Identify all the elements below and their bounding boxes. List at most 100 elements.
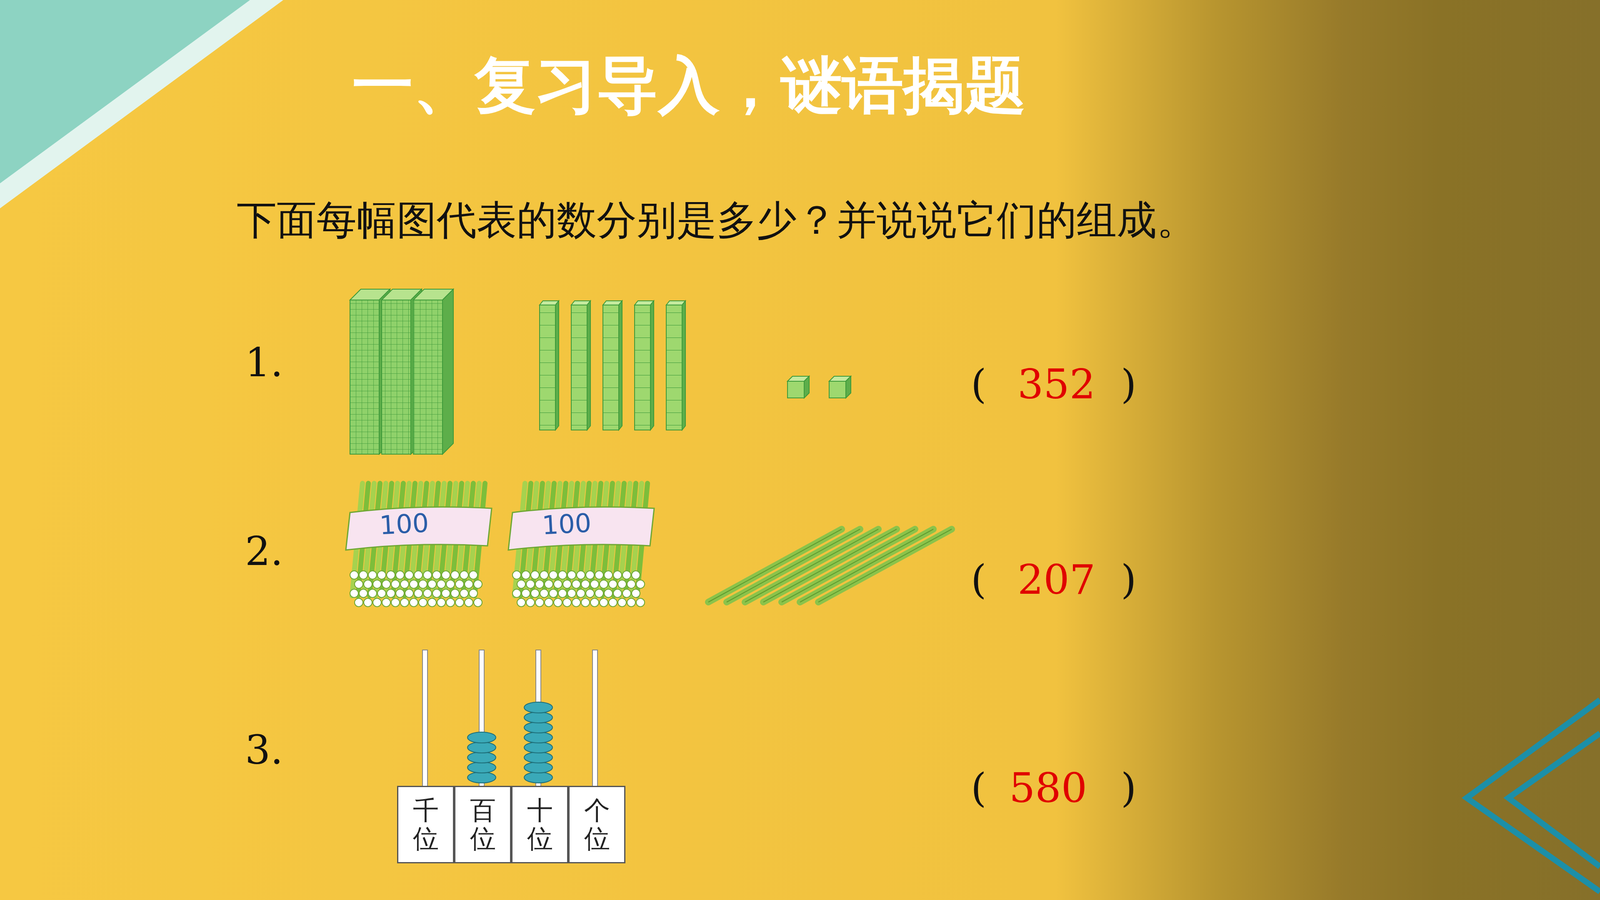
rod-face bbox=[634, 305, 651, 430]
stick-end bbox=[437, 598, 446, 607]
place-value-cell: 百位 bbox=[454, 785, 512, 864]
stick-end bbox=[604, 589, 613, 598]
rod-side bbox=[618, 300, 623, 430]
stick-end bbox=[595, 589, 604, 598]
stick-end bbox=[432, 570, 441, 580]
stick-end bbox=[549, 589, 558, 598]
flat-face bbox=[413, 300, 443, 455]
stick-end bbox=[553, 580, 563, 589]
answer-number: 207 bbox=[1017, 556, 1096, 604]
abacus-bead bbox=[524, 762, 553, 773]
bracket: ) bbox=[1120, 765, 1137, 811]
stick-end bbox=[363, 580, 373, 589]
bracket: ( bbox=[970, 556, 987, 603]
stick-end bbox=[382, 598, 391, 607]
stick-end bbox=[446, 598, 455, 607]
corner-decoration bbox=[0, 0, 284, 209]
abacus-bead bbox=[467, 742, 496, 753]
bundle-label: 100 bbox=[541, 507, 593, 540]
rod-face bbox=[666, 305, 683, 430]
stick-end bbox=[627, 598, 636, 607]
stick-end bbox=[372, 580, 382, 589]
stick-end bbox=[363, 598, 373, 607]
stick-end bbox=[572, 580, 581, 589]
abacus-bead bbox=[524, 732, 553, 743]
stick-end bbox=[455, 598, 464, 607]
stick-end bbox=[473, 598, 483, 607]
stick-end bbox=[585, 570, 595, 580]
stick-end bbox=[350, 589, 359, 598]
stick bbox=[781, 529, 915, 603]
place-value-name: 十位 bbox=[527, 796, 553, 853]
stick-end bbox=[544, 580, 553, 589]
stick-end bbox=[350, 570, 359, 580]
ten-rods bbox=[539, 300, 686, 430]
abacus-rod bbox=[422, 650, 428, 788]
stick bbox=[800, 529, 934, 603]
stick-end bbox=[377, 589, 386, 598]
stick-end bbox=[581, 580, 590, 589]
stick-end bbox=[553, 598, 563, 607]
stick-edge bbox=[781, 529, 915, 603]
stick-end bbox=[617, 598, 627, 607]
stick-end bbox=[386, 589, 395, 598]
bracket: ( bbox=[970, 765, 987, 811]
stick-end bbox=[631, 570, 640, 580]
stick-end bbox=[354, 598, 363, 607]
stick-end bbox=[576, 589, 585, 598]
stick-end bbox=[585, 589, 595, 598]
stick-end bbox=[409, 598, 418, 607]
stick-end bbox=[617, 580, 627, 589]
stick-end bbox=[382, 580, 391, 589]
stick-end bbox=[622, 589, 631, 598]
stick-end bbox=[450, 570, 460, 580]
stick-end bbox=[409, 580, 418, 589]
stick-end bbox=[613, 589, 622, 598]
cube-face bbox=[829, 381, 846, 398]
stick bbox=[763, 529, 897, 603]
stick-end bbox=[599, 580, 608, 589]
item-number: 3. bbox=[245, 727, 284, 773]
stick-end bbox=[418, 580, 428, 589]
stick-end bbox=[613, 570, 622, 580]
bundle-label: 100 bbox=[378, 507, 430, 540]
abacus-bead bbox=[524, 722, 553, 733]
stick-end bbox=[427, 580, 437, 589]
stick-end bbox=[386, 570, 395, 580]
slide-title: 一、复习导入，谜语揭题 bbox=[352, 50, 1026, 121]
stick-end bbox=[427, 598, 437, 607]
stick-end bbox=[526, 598, 535, 607]
stick-end bbox=[526, 580, 535, 589]
stick-end bbox=[391, 580, 400, 589]
abacus-bead bbox=[524, 712, 553, 723]
unit-cubes bbox=[787, 376, 851, 398]
stick-bundles bbox=[345, 483, 655, 607]
stick-end bbox=[590, 598, 599, 607]
stick-end bbox=[567, 589, 576, 598]
stick-end bbox=[455, 580, 464, 589]
rod-face bbox=[571, 305, 588, 430]
stick-end bbox=[636, 598, 645, 607]
bundle-band bbox=[508, 507, 655, 550]
stick-end bbox=[359, 589, 368, 598]
stick-end bbox=[464, 598, 473, 607]
place-value-cell: 个位 bbox=[568, 785, 626, 864]
stick-end bbox=[599, 598, 608, 607]
place-value-name: 千位 bbox=[412, 796, 439, 853]
stick bbox=[745, 529, 879, 603]
abacus-bead bbox=[524, 772, 553, 783]
stick-end bbox=[423, 570, 432, 580]
stick-end bbox=[460, 570, 469, 580]
stick-end bbox=[608, 598, 618, 607]
question-text: 下面每幅图代表的数分别是多少？并说说它们的组成。 bbox=[236, 197, 1197, 243]
stick-end bbox=[437, 580, 446, 589]
stick-end bbox=[567, 570, 576, 580]
stick-end bbox=[512, 570, 521, 580]
stick-end bbox=[540, 570, 549, 580]
place-value-name: 个位 bbox=[584, 796, 610, 853]
stick-end bbox=[391, 598, 400, 607]
stick-end bbox=[441, 589, 450, 598]
stick-end bbox=[576, 570, 585, 580]
chevron-decoration bbox=[1466, 700, 1600, 892]
